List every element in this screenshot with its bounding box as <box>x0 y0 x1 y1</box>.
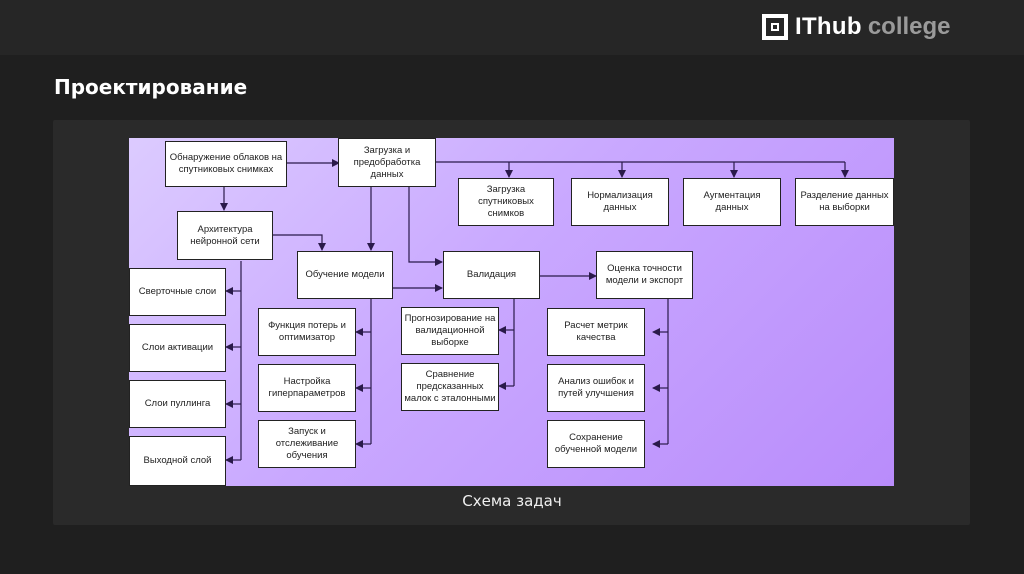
node-validation: Валидация <box>443 251 540 299</box>
node-save-model: Сохранение обученной модели <box>547 420 645 468</box>
node-run-monitor: Запуск и отслеживание обучения <box>258 420 356 468</box>
logo-brand: IThub <box>795 13 862 40</box>
square-logo-icon <box>762 14 788 40</box>
node-output-layer: Выходной слой <box>129 436 226 486</box>
node-metrics: Расчет метрик качества <box>547 308 645 356</box>
task-diagram: Обнаружение облаков на спутниковых снимк… <box>129 138 894 486</box>
node-hyperparams: Настройка гиперпараметров <box>258 364 356 412</box>
edge-loading-to-validation <box>408 187 443 266</box>
node-split: Разделение данных на выборки <box>795 178 894 226</box>
node-evaluation: Оценка точности модели и экспорт <box>596 251 693 299</box>
edge-architecture-to-training <box>273 234 326 251</box>
node-pooling-layers: Слои пуллинга <box>129 380 226 428</box>
node-training: Обучение модели <box>297 251 393 299</box>
logo-suffix: college <box>867 13 951 40</box>
node-load-images: Загрузка спутниковых снимков <box>458 178 554 226</box>
node-augmentation: Аугментация данных <box>683 178 781 226</box>
page-title: Проектирование <box>54 75 248 99</box>
top-bar: IThub college <box>0 0 1024 55</box>
ithub-college-logo: IThub college <box>762 13 951 41</box>
node-conv-layers: Сверточные слои <box>129 268 226 316</box>
diagram-caption: Схема задач <box>462 492 562 510</box>
node-predict-val: Прогнозирование на валидационной выборке <box>401 307 499 355</box>
node-cloud-detection: Обнаружение облаков на спутниковых снимк… <box>165 141 287 187</box>
node-loss-optimizer: Функция потерь и оптимизатор <box>258 308 356 356</box>
node-normalization: Нормализация данных <box>571 178 669 226</box>
node-compare-masks: Сравнение предсказанных малок с эталонны… <box>401 363 499 411</box>
node-error-analysis: Анализ ошибок и путей улучшения <box>547 364 645 412</box>
node-activation-layers: Слои активации <box>129 324 226 372</box>
node-architecture: Архитектура нейронной сети <box>177 211 273 260</box>
node-data-loading: Загрузка и предобработка данных <box>338 138 436 187</box>
connectors <box>220 159 849 464</box>
